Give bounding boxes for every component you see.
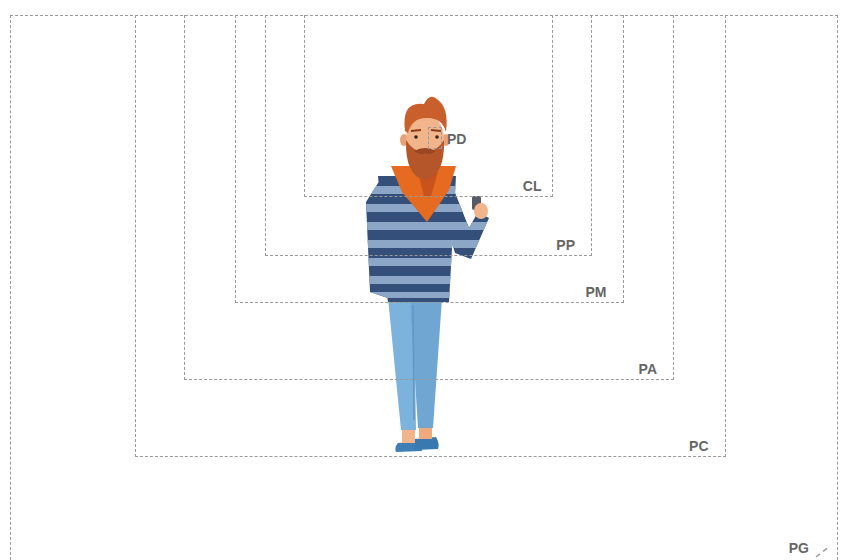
detail-frame: PD bbox=[428, 127, 442, 149]
hand bbox=[474, 203, 488, 219]
sweater bbox=[360, 170, 495, 310]
eyebrow bbox=[431, 130, 441, 131]
shot-frame: PC PA PM PP CL PD bbox=[135, 15, 726, 457]
eye bbox=[435, 135, 439, 139]
beard bbox=[406, 140, 444, 180]
jeans-leg bbox=[410, 298, 442, 428]
shot-label: PG bbox=[789, 540, 809, 556]
eyebrow bbox=[411, 130, 421, 131]
shot-label: PM bbox=[586, 284, 607, 300]
eye bbox=[414, 135, 418, 139]
shot-label: PP bbox=[556, 237, 575, 253]
shot-label: PC bbox=[689, 438, 708, 454]
shot-frame: PG PC PA PM PP CL PD bbox=[10, 15, 838, 560]
shot-frame: PP CL PD bbox=[265, 15, 592, 256]
shot-frame: CL PD bbox=[304, 15, 553, 197]
shot-label: PA bbox=[639, 361, 657, 377]
shot-label: CL bbox=[523, 178, 542, 194]
mustache bbox=[414, 148, 436, 154]
shot-label: PD bbox=[447, 131, 466, 147]
jeans-seam bbox=[413, 305, 414, 420]
hair bbox=[404, 97, 446, 133]
shot-frame: PA PM PP CL PD bbox=[184, 15, 674, 380]
shot-frame: PM PP CL PD bbox=[235, 15, 624, 303]
corner-mark bbox=[816, 546, 830, 557]
